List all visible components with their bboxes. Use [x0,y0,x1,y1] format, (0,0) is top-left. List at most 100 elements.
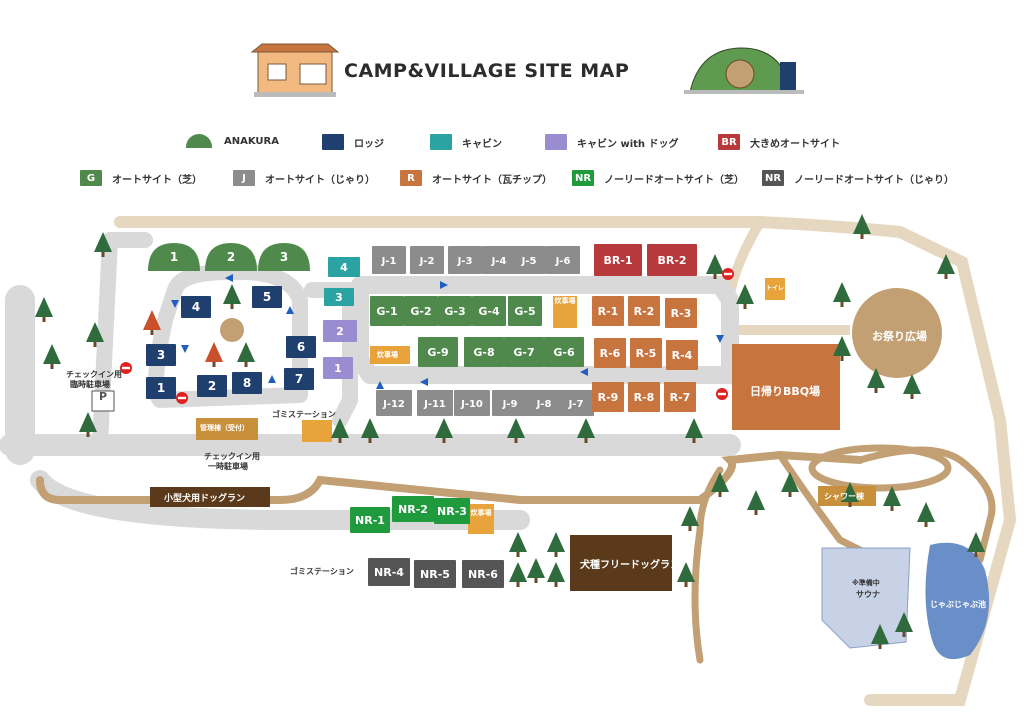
site-r[interactable]: R-5 [630,338,662,368]
site-label: 3 [280,250,288,264]
site-j_top[interactable]: J-6 [546,246,580,274]
site-j_bottom[interactable]: J-12 [376,390,412,416]
site-label: G-6 [553,346,575,359]
site-label: J-7 [568,399,584,410]
site-label: G-8 [473,346,494,359]
house-illustration [250,43,340,97]
site-j_bottom[interactable]: J-10 [454,390,490,416]
site-r[interactable]: R-8 [628,382,660,412]
site-j_top[interactable]: J-3 [448,246,482,274]
site-lodge[interactable]: 2 [197,375,227,397]
site-cabin[interactable]: 4 [328,257,360,277]
site-anakura[interactable]: 1 [148,243,200,271]
site-nr_gravel[interactable]: NR-5 [414,560,456,588]
checkin-parking-label: チェックイン用 [66,370,122,379]
tree-icon [331,418,349,443]
site-j_top[interactable]: J-5 [512,246,546,274]
tree-icon [747,490,765,515]
site-label: BR-1 [603,254,632,267]
site-label: R-9 [598,391,619,404]
site-j_bottom[interactable]: J-8 [526,390,562,416]
legend-label: ノーリードオートサイト（芝） [604,174,744,186]
site-g_top[interactable]: G-5 [508,296,542,326]
legend-swatch: NR [572,170,594,186]
direction-arrow-icon [171,300,179,308]
site-nr_grass[interactable]: NR-2 [392,496,434,522]
site-label: 8 [243,376,251,390]
tree-icon [35,297,53,322]
tree-icon [681,506,699,531]
site-nr_grass[interactable]: NR-3 [434,498,470,524]
site-j_bottom[interactable]: J-11 [417,390,453,416]
site-anakura[interactable]: 2 [205,243,257,271]
tree-icon [781,472,799,497]
site-r[interactable]: R-6 [594,338,626,368]
site-lodge[interactable]: 7 [284,368,314,390]
tree-icon [361,418,379,443]
tree-icon [509,562,527,587]
site-br[interactable]: BR-1 [594,244,642,276]
site-g_top[interactable]: G-3 [438,296,472,326]
site-br[interactable]: BR-2 [647,244,697,276]
site-label: 4 [192,300,200,314]
site-lodge[interactable]: 4 [181,296,211,318]
site-g_top[interactable]: G-2 [404,296,438,326]
site-g_bottom[interactable]: G-6 [544,337,584,367]
site-label: 3 [157,348,165,362]
site-g_bottom[interactable]: G-8 [464,337,504,367]
site-label: J-6 [555,256,571,267]
legend-swatch: J [233,170,255,186]
site-r[interactable]: R-9 [592,382,624,412]
site-r[interactable]: R-7 [664,382,696,412]
big-dog-run-label: 犬種フリードッグラン [580,560,680,571]
site-anakura[interactable]: 3 [258,243,310,271]
site-nr_grass[interactable]: NR-1 [350,507,390,533]
site-label: J-11 [423,399,446,410]
site-lodge[interactable]: 3 [146,344,176,366]
site-nr_gravel[interactable]: NR-6 [462,560,504,588]
site-lodge[interactable]: 8 [232,372,262,394]
site-lodge[interactable]: 1 [146,377,176,399]
site-g_bottom[interactable]: G-7 [504,337,544,367]
site-r[interactable]: R-3 [665,298,697,328]
roads [0,232,741,530]
toilet-label: トイレ [766,285,785,292]
site-lodge[interactable]: 6 [286,336,316,358]
site-cabin[interactable]: 3 [324,288,354,306]
site-r[interactable]: R-2 [628,296,660,326]
site-g_top[interactable]: G-4 [472,296,506,326]
toilet-building [765,278,785,300]
direction-arrow-icon [440,281,448,289]
site-j_top[interactable]: J-4 [482,246,516,274]
site-g_top[interactable]: G-1 [370,296,404,326]
tree-icon [237,342,255,367]
site-label: 2 [336,325,344,338]
site-j_bottom[interactable]: J-9 [492,390,528,416]
site-label: G-2 [410,305,431,318]
site-label: R-6 [600,347,621,360]
header-illustrations [250,43,804,97]
tree-icon [94,232,112,257]
legend-item: NR ノーリードオートサイト（芝） [572,170,744,186]
tree-icon [841,482,859,507]
site-nr_gravel[interactable]: NR-4 [368,558,410,586]
site-cabin_dog[interactable]: 2 [323,320,357,342]
campfire-area [220,318,244,342]
site-j_top[interactable]: J-2 [410,246,444,274]
kitchen-label: 炊事場 [377,351,398,359]
site-label: R-4 [672,349,693,362]
site-lodge[interactable]: 5 [252,286,282,308]
site-label: R-7 [670,391,691,404]
site-r[interactable]: R-1 [592,296,624,326]
site-j_top[interactable]: J-1 [372,246,406,274]
no-entry-icon [722,268,734,280]
site-g_bottom[interactable]: G-9 [418,337,458,367]
site-cabin_dog[interactable]: 1 [323,357,353,379]
site-r[interactable]: R-4 [666,340,698,370]
autumn-tree-icon [205,342,223,367]
site-j_bottom[interactable]: J-7 [558,390,594,416]
site-label: J-8 [536,399,552,410]
site-label: NR-3 [437,505,467,518]
